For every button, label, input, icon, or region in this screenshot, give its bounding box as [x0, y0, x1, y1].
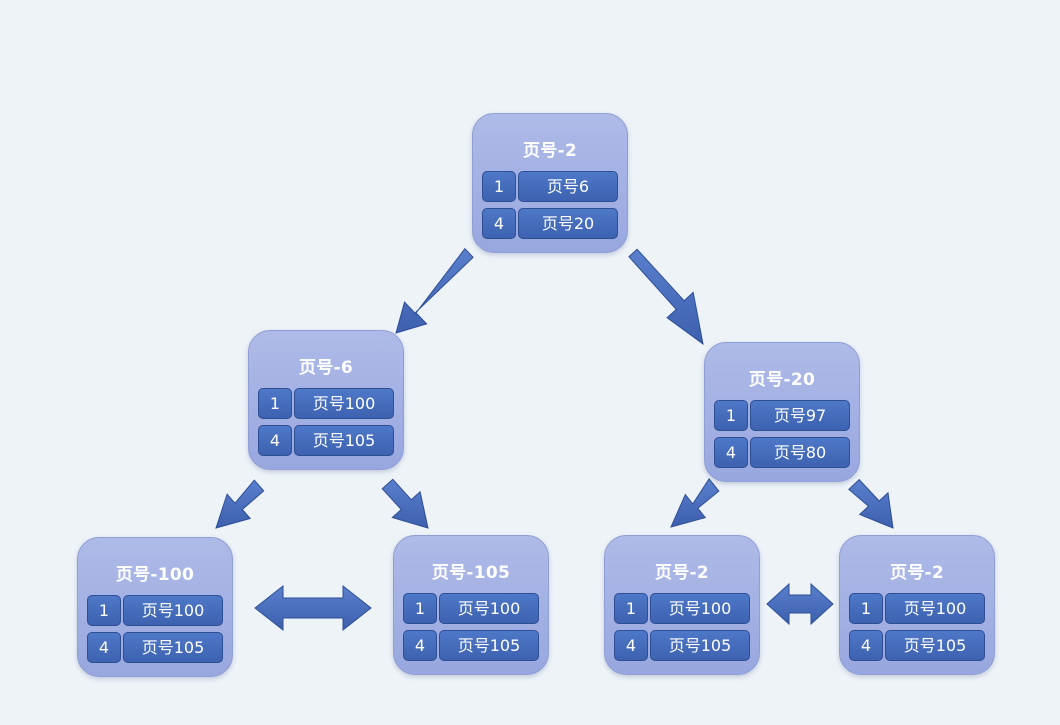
- entry-key: 4: [403, 630, 437, 661]
- double-arrow-page100-page105: [254, 584, 372, 632]
- node-title: 页号-2: [889, 563, 945, 583]
- entry-pointer: 页号100: [439, 593, 539, 624]
- arrow-page20-to-page2-left: [670, 478, 720, 528]
- entry-key: 1: [849, 593, 883, 624]
- entry-pointer: 页号105: [885, 630, 985, 661]
- arrow-page20-to-page2-right: [848, 478, 894, 529]
- node-title: 页号-105: [431, 563, 511, 583]
- entry-pointer: 页号20: [518, 208, 618, 239]
- entry-pointer: 页号105: [439, 630, 539, 661]
- entry-key: 4: [714, 437, 748, 468]
- arrow-page6-to-page100: [215, 479, 265, 529]
- arrow-root-to-page6: [395, 247, 474, 334]
- entry-key: 1: [482, 171, 516, 202]
- entry-key: 4: [849, 630, 883, 661]
- leaf-node-page-100: 页号-100 1 页号100 4 页号105: [77, 537, 233, 677]
- arrow-root-to-page20: [628, 248, 704, 346]
- node-title: 页号-20: [748, 370, 816, 390]
- leaf-node-page-105: 页号-105 1 页号100 4 页号105: [393, 535, 549, 675]
- entry-pointer: 页号100: [885, 593, 985, 624]
- entry-pointer: 页号100: [123, 595, 223, 626]
- entry-key: 1: [87, 595, 121, 626]
- leaf-node-page-2-left: 页号-2 1 页号100 4 页号105: [604, 535, 760, 675]
- entry-key: 4: [614, 630, 648, 661]
- entry-key: 1: [258, 388, 292, 419]
- double-arrow-page2-page2: [766, 582, 834, 626]
- arrow-page6-to-page105: [381, 478, 429, 529]
- entry-key: 1: [714, 400, 748, 431]
- node-title: 页号-100: [115, 565, 195, 585]
- node-page-20: 页号-20 1 页号97 4 页号80: [704, 342, 860, 482]
- entry-pointer: 页号97: [750, 400, 850, 431]
- entry-pointer: 页号105: [650, 630, 750, 661]
- node-title: 页号-6: [298, 358, 354, 378]
- entry-pointer: 页号80: [750, 437, 850, 468]
- node-page-6: 页号-6 1 页号100 4 页号105: [248, 330, 404, 470]
- entry-pointer: 页号100: [650, 593, 750, 624]
- node-title: 页号-2: [654, 563, 710, 583]
- leaf-node-page-2-right: 页号-2 1 页号100 4 页号105: [839, 535, 995, 675]
- entry-key: 4: [482, 208, 516, 239]
- entry-key: 4: [258, 425, 292, 456]
- entry-pointer: 页号100: [294, 388, 394, 419]
- entry-key: 1: [614, 593, 648, 624]
- entry-pointer: 页号105: [123, 632, 223, 663]
- entry-key: 4: [87, 632, 121, 663]
- entry-pointer: 页号6: [518, 171, 618, 202]
- node-page-2-root: 页号-2 1 页号6 4 页号20: [472, 113, 628, 253]
- node-title: 页号-2: [522, 141, 578, 161]
- entry-key: 1: [403, 593, 437, 624]
- entry-pointer: 页号105: [294, 425, 394, 456]
